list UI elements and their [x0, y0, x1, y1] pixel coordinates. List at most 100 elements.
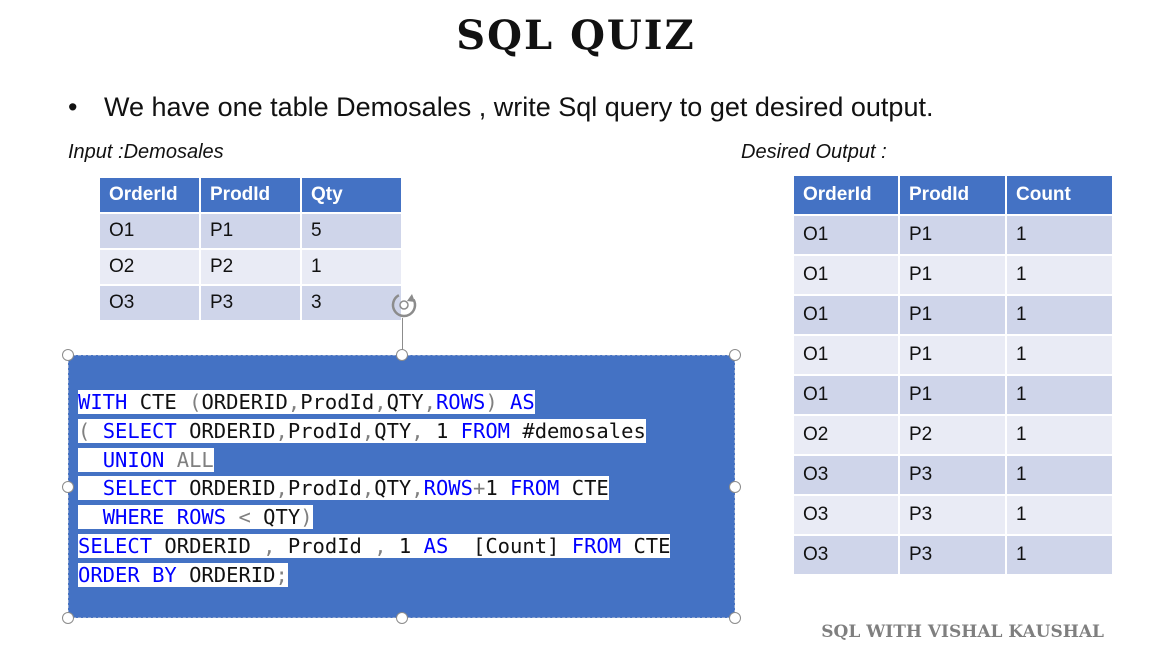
- table-cell: O1: [792, 334, 900, 376]
- sql-token: CTE: [559, 476, 609, 501]
- table-cell: P1: [898, 294, 1007, 336]
- sql-token: #demosales: [510, 418, 646, 443]
- code-line-text: UNION ALL: [78, 447, 214, 472]
- column-header: OrderId: [792, 174, 900, 216]
- code-line-text: SELECT ORDERID , ProdId , 1 AS [Count] F…: [78, 533, 671, 558]
- sql-operator: +: [473, 476, 486, 501]
- column-header: Count: [1005, 174, 1114, 216]
- sql-keyword: ROWS: [435, 390, 486, 414]
- table-cell: O3: [792, 534, 900, 576]
- sql-operator: <: [238, 505, 251, 530]
- table-cell: P3: [898, 534, 1007, 576]
- table-cell: P1: [898, 374, 1007, 416]
- resize-handle-top-right[interactable]: [729, 349, 741, 361]
- table-cell: 1: [1005, 534, 1114, 576]
- code-line-text: SELECT ORDERID,ProdId,QTY,ROWS+1 FROM CT…: [78, 476, 609, 501]
- table-cell: P2: [898, 414, 1007, 456]
- code-line-text: WITH CTE (ORDERID,ProdId,QTY,ROWS) AS: [78, 390, 535, 414]
- sql-operator: ,: [275, 418, 288, 443]
- table-cell: 1: [1005, 214, 1114, 256]
- resize-handle-bottom[interactable]: [396, 612, 408, 624]
- sql-token: ORDERID: [176, 418, 276, 443]
- sql-keyword: AS: [510, 390, 535, 414]
- code-line-text: ORDER BY ORDERID;: [78, 562, 288, 587]
- table-cell: 3: [300, 284, 403, 322]
- table-cell: 1: [300, 248, 403, 286]
- sql-operator: (: [189, 390, 202, 414]
- sql-keyword: ROWS: [176, 505, 227, 530]
- sql-operator: ,: [411, 476, 424, 501]
- sql-operator: ,: [361, 418, 375, 443]
- table-cell: P1: [898, 334, 1007, 376]
- slide-title: SQL QUIZ: [456, 12, 696, 59]
- table-cell: O1: [98, 212, 201, 250]
- sql-keyword: UNION: [102, 447, 165, 472]
- sql-operator: ALL: [176, 447, 214, 472]
- sql-token: QTY: [250, 505, 301, 530]
- sql-token: QTY: [386, 390, 424, 414]
- table-cell: P3: [898, 454, 1007, 496]
- sql-token: [78, 448, 103, 472]
- resize-handle-top[interactable]: [396, 349, 408, 361]
- table-cell: O2: [98, 248, 201, 286]
- sql-keyword: SELECT: [102, 476, 177, 501]
- sql-operator: ;: [275, 562, 288, 587]
- sql-token: CTE: [127, 390, 190, 414]
- sql-token: [78, 476, 103, 500]
- sql-token: [164, 505, 176, 529]
- table-cell: O1: [792, 294, 900, 336]
- sql-keyword: FROM: [571, 533, 622, 558]
- code-line: UNION ALL: [78, 446, 670, 475]
- sql-keyword: AS: [423, 533, 449, 558]
- sql-token: [Count]: [448, 533, 572, 558]
- sql-token: [78, 505, 103, 529]
- sql-code-block[interactable]: WITH CTE (ORDERID,ProdId,QTY,ROWS) AS( S…: [78, 388, 671, 590]
- sql-operator: ,: [275, 476, 288, 501]
- sql-keyword: FROM: [460, 418, 511, 443]
- sql-token: ORDERID: [152, 533, 264, 558]
- resize-handle-top-left[interactable]: [62, 349, 74, 361]
- sql-operator: ): [300, 505, 313, 530]
- table-cell: 1: [1005, 414, 1114, 456]
- sql-keyword: ORDER: [78, 562, 140, 587]
- sql-token: 1: [485, 476, 511, 501]
- sql-token: QTY: [374, 476, 412, 501]
- code-line: SELECT ORDERID , ProdId , 1 AS [Count] F…: [78, 532, 671, 561]
- table-cell: O2: [792, 414, 900, 456]
- resize-handle-right[interactable]: [729, 481, 741, 493]
- sql-operator: ,: [361, 476, 375, 501]
- column-header: ProdId: [199, 176, 302, 214]
- bullet-text: We have one table Demosales , write Sql …: [104, 92, 934, 122]
- sql-keyword: WITH: [78, 390, 128, 414]
- bullet-point: • We have one table Demosales , write Sql…: [68, 92, 933, 123]
- resize-handle-bottom-right[interactable]: [729, 612, 741, 624]
- table-cell: 1: [1005, 454, 1114, 496]
- sql-token: [140, 563, 152, 587]
- resize-handle-bottom-left[interactable]: [62, 612, 74, 624]
- table-cell: 1: [1005, 294, 1114, 336]
- bullet-dot: •: [68, 92, 78, 122]
- sql-token: ProdId: [275, 533, 375, 558]
- sql-keyword: FROM: [510, 476, 560, 501]
- table-cell: O3: [792, 494, 900, 536]
- rotate-handle-icon[interactable]: [388, 289, 420, 321]
- resize-handle-left[interactable]: [62, 481, 74, 493]
- sql-token: ProdId: [300, 390, 375, 414]
- table-cell: 1: [1005, 334, 1114, 376]
- table-cell: P2: [199, 248, 302, 286]
- rotation-connector: [402, 318, 403, 355]
- table-cell: 5: [300, 212, 403, 250]
- sql-token: 1: [386, 533, 424, 558]
